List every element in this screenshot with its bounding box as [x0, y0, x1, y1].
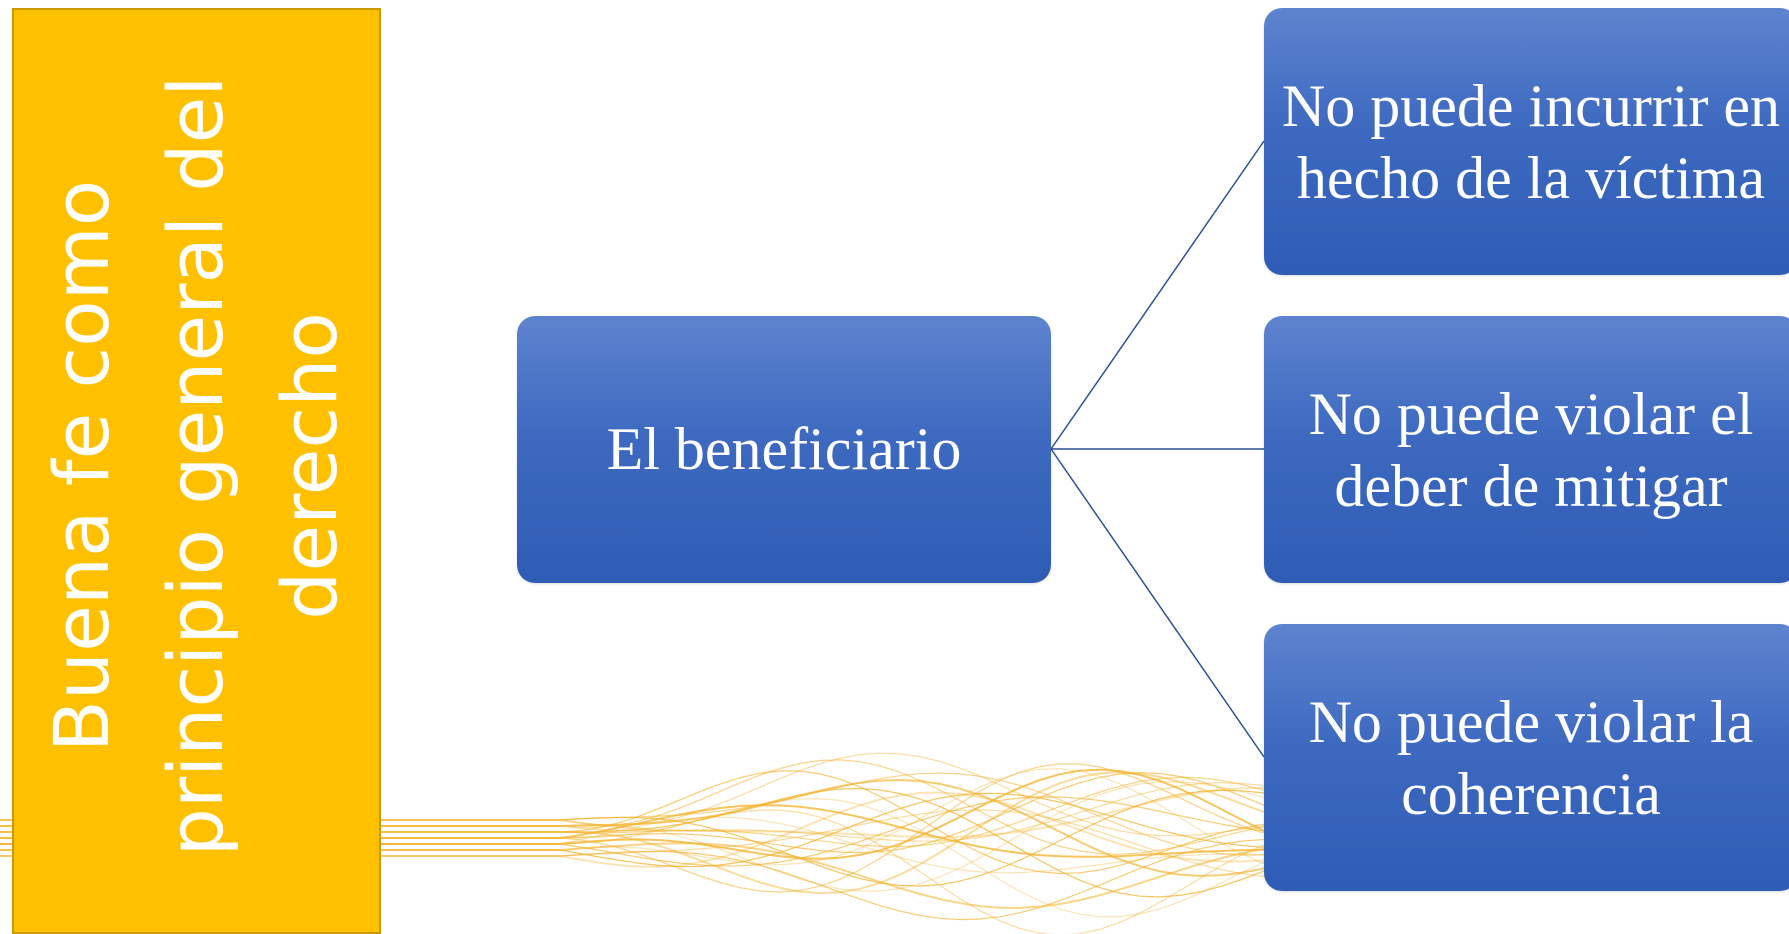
side-title-box: [12, 8, 381, 934]
branch-node-3: No puede violar la coherencia: [1264, 624, 1789, 891]
connector-line-1: [1050, 140, 1265, 450]
branch-node-2: No puede violar el deber de mitigar: [1264, 316, 1789, 583]
branch-node-1: No puede incurrir en hecho de la víctima: [1264, 8, 1789, 275]
center-node: El beneficiario: [517, 316, 1051, 583]
connector-line-3: [1050, 448, 1265, 758]
